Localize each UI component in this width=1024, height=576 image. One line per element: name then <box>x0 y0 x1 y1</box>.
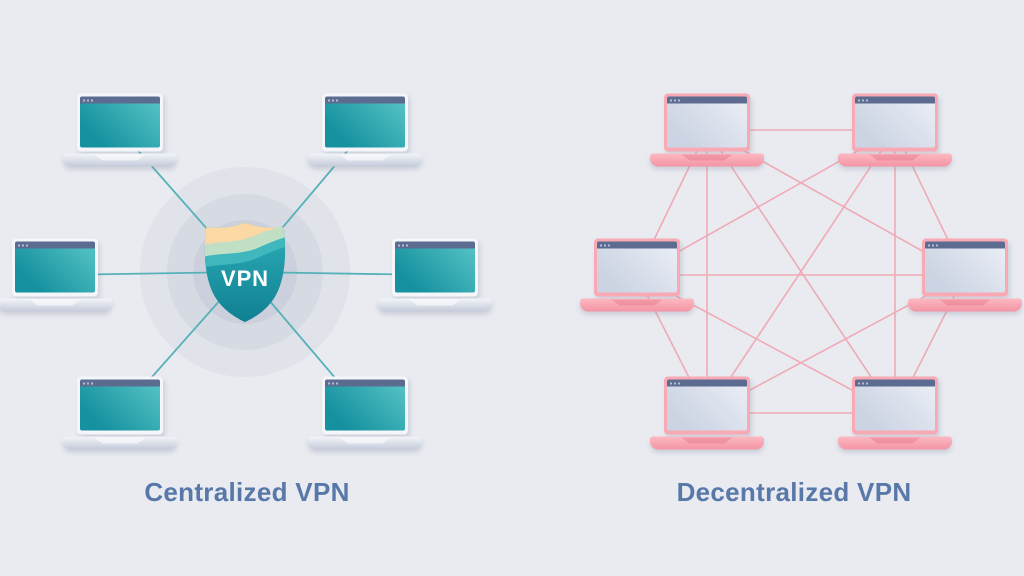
laptop-display <box>15 248 95 293</box>
laptop-icon-d-mid-right <box>908 238 1022 312</box>
laptop-keyboard <box>681 437 733 444</box>
laptop-screen <box>852 93 938 152</box>
laptop-screen <box>322 93 408 152</box>
laptop-icon-c-bottom-left <box>63 376 177 450</box>
laptop-base <box>650 436 764 450</box>
laptop-screen <box>922 238 1008 297</box>
laptop-titlebar <box>80 96 160 104</box>
laptop-keyboard <box>29 299 81 306</box>
laptop-icon-d-bottom-right <box>838 376 952 450</box>
centralized-vpn-label: Centralized VPN <box>144 477 350 507</box>
laptop-titlebar <box>667 96 747 104</box>
laptop-display <box>667 103 747 148</box>
laptop-display <box>597 248 677 293</box>
connection-line <box>706 274 966 414</box>
laptop-icon-c-top-left <box>63 93 177 167</box>
laptop-titlebar <box>395 241 475 249</box>
laptop-icon-d-mid-left <box>580 238 694 312</box>
laptop-display <box>395 248 475 293</box>
laptop-keyboard <box>339 437 391 444</box>
laptop-display <box>925 248 1005 293</box>
laptop-icon-d-top-left <box>650 93 764 167</box>
laptop-titlebar <box>325 96 405 104</box>
laptop-keyboard <box>681 154 733 161</box>
shield-stripe-peach <box>204 222 286 247</box>
laptop-base <box>308 153 422 167</box>
laptop-icon-c-mid-left <box>0 238 112 312</box>
connection-line <box>706 129 896 414</box>
laptop-keyboard <box>939 299 991 306</box>
laptop-base <box>308 436 422 450</box>
laptop-titlebar <box>325 379 405 387</box>
laptop-display <box>855 386 935 431</box>
laptop-base <box>580 298 694 312</box>
laptop-display <box>855 103 935 148</box>
laptop-titlebar <box>925 241 1005 249</box>
laptop-icon-d-top-right <box>838 93 952 167</box>
laptop-titlebar <box>667 379 747 387</box>
laptop-screen <box>322 376 408 435</box>
laptop-base <box>838 436 952 450</box>
laptop-titlebar <box>597 241 677 249</box>
vpn-shield-label: VPN <box>221 266 269 291</box>
laptop-keyboard <box>611 299 663 306</box>
laptop-titlebar <box>80 379 160 387</box>
laptop-display <box>80 386 160 431</box>
laptop-icon-c-bottom-right <box>308 376 422 450</box>
laptop-icon-c-mid-right <box>378 238 492 312</box>
laptop-keyboard <box>94 154 146 161</box>
decentralized-vpn-label: Decentralized VPN <box>676 477 912 507</box>
laptop-base <box>0 298 112 312</box>
laptop-keyboard <box>94 437 146 444</box>
laptop-base <box>650 153 764 167</box>
laptop-screen <box>12 238 98 297</box>
laptop-base <box>908 298 1022 312</box>
laptop-screen <box>852 376 938 435</box>
laptop-keyboard <box>409 299 461 306</box>
laptop-base <box>838 153 952 167</box>
laptop-display <box>325 103 405 148</box>
laptop-screen <box>77 376 163 435</box>
laptop-base <box>63 153 177 167</box>
laptop-keyboard <box>339 154 391 161</box>
laptop-keyboard <box>869 154 921 161</box>
laptop-keyboard <box>869 437 921 444</box>
laptop-screen <box>392 238 478 297</box>
laptop-screen <box>664 93 750 152</box>
laptop-icon-d-bottom-left <box>650 376 764 450</box>
laptop-display <box>80 103 160 148</box>
laptop-base <box>378 298 492 312</box>
laptop-titlebar <box>855 379 935 387</box>
laptop-display <box>325 386 405 431</box>
laptop-screen <box>594 238 680 297</box>
laptop-titlebar <box>15 241 95 249</box>
laptop-screen <box>77 93 163 152</box>
laptop-icon-c-top-right <box>308 93 422 167</box>
laptop-titlebar <box>855 96 935 104</box>
laptop-screen <box>664 376 750 435</box>
laptop-display <box>667 386 747 431</box>
laptop-base <box>63 436 177 450</box>
